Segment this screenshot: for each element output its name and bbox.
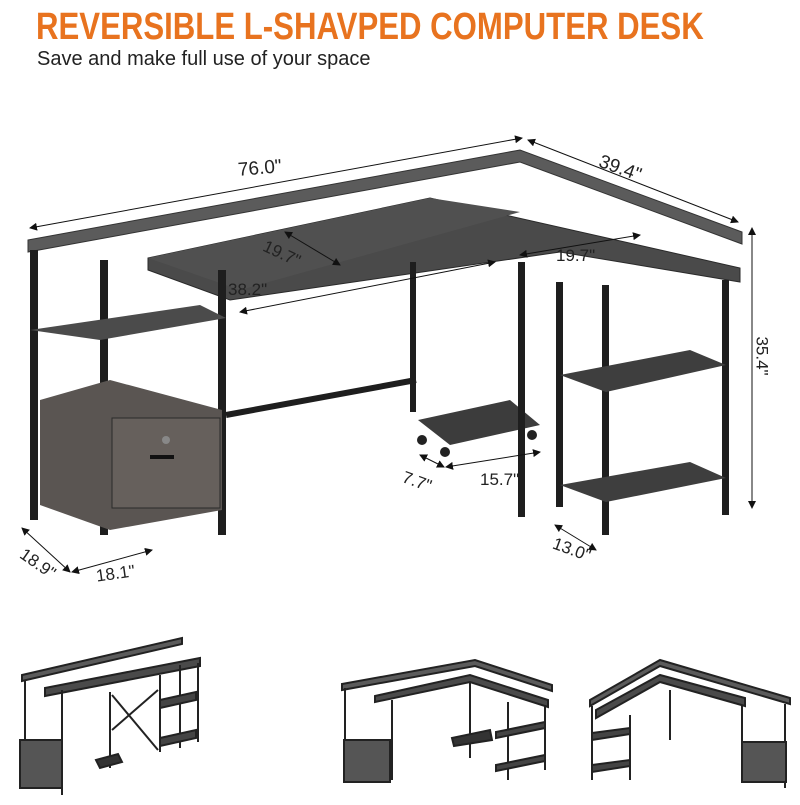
configuration-thumbnails — [0, 630, 800, 800]
page-title: REVERSIBLE L-SHAVPED COMPUTER DESK — [36, 6, 704, 48]
config-l-left — [589, 658, 791, 788]
dim-height: 35.4" — [752, 336, 772, 376]
dim-cpu-width: 15.7" — [480, 470, 520, 489]
config-l-right — [341, 658, 553, 783]
desk-illustration: 76.0" 39.4" 19.7" 19.7" 38.2" 35.4" 18.9… — [0, 120, 800, 600]
dim-total-length: 76.0" — [237, 156, 283, 181]
config-drawings — [19, 636, 791, 795]
config-straight — [19, 636, 201, 795]
page-subtitle: Save and make full use of your space — [37, 48, 371, 70]
dim-leg-span: 38.2" — [228, 280, 268, 299]
dim-side-depth: 19.7" — [556, 246, 596, 265]
desk-drawing — [21, 135, 756, 575]
